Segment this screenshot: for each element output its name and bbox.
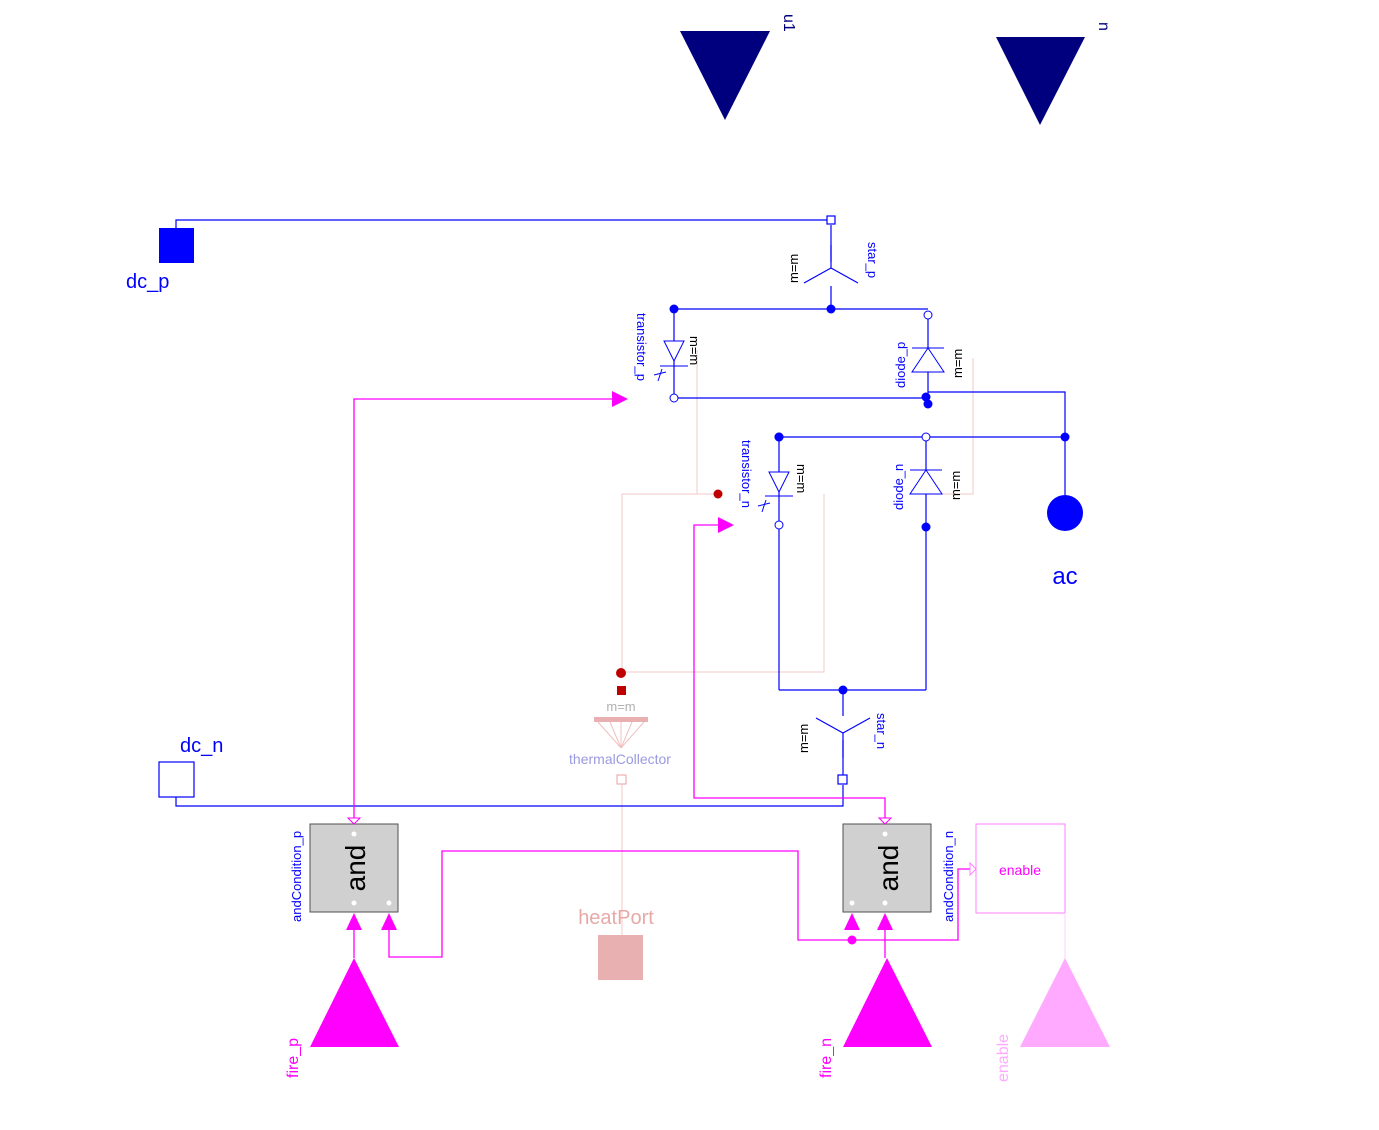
diode-p-param: m=m [950, 349, 965, 378]
port-enable-label: enable [995, 1034, 1012, 1082]
diode-n-param: m=m [948, 471, 963, 500]
port-fire-p-label: fire_p [285, 1038, 302, 1078]
electric-junctions [669, 304, 1070, 695]
port-ac[interactable]: ac [1047, 495, 1083, 590]
diode-p-label: diode_p [893, 342, 908, 388]
star-p[interactable]: m=m star_p [786, 215, 880, 284]
diode-p[interactable]: diode_p m=m [893, 310, 965, 388]
star-n-param: m=m [796, 724, 811, 753]
port-n[interactable]: n [996, 22, 1112, 125]
port-dc-n[interactable]: dc_n [158, 735, 223, 798]
port-dc-p[interactable]: dc_p [126, 228, 194, 293]
port-enable[interactable]: enable [995, 958, 1110, 1082]
thermal-collector[interactable]: m=m thermalCollector [569, 489, 723, 785]
enable-block-label: enable [999, 862, 1041, 878]
diode-n[interactable]: diode_n m=m [891, 432, 963, 510]
and-condition-n-text: and [873, 845, 904, 892]
transistor-p-param: m=m [687, 336, 702, 365]
port-n-label: n [1095, 22, 1112, 31]
port-fire-n[interactable]: fire_n [818, 958, 932, 1078]
and-condition-p[interactable]: and andCondition_p [289, 817, 399, 922]
port-dc-p-label: dc_p [126, 271, 169, 293]
star-n-label: star_n [874, 713, 889, 749]
thermal-collector-label: thermalCollector [569, 751, 671, 767]
transistor-p[interactable]: transistor_p m=m [634, 313, 702, 403]
transistor-n-label: transistor_n [739, 440, 754, 508]
port-heatport-label: heatPort [578, 907, 654, 929]
diode-n-label: diode_n [891, 464, 906, 510]
port-dc-n-label: dc_n [180, 735, 223, 757]
enable-block[interactable]: enable [969, 823, 1066, 960]
and-condition-n-label: andCondition_n [941, 831, 956, 922]
signal-wires [353, 398, 976, 958]
star-p-param: m=m [786, 254, 801, 283]
transistor-n-param: m=m [794, 464, 809, 493]
port-u1[interactable]: u1 [680, 14, 797, 120]
and-input-stems [353, 930, 886, 958]
port-heatport[interactable]: heatPort [578, 907, 654, 980]
and-condition-n[interactable]: and andCondition_n [842, 817, 956, 922]
thermal-collector-param: m=m [606, 699, 635, 714]
transistor-p-label: transistor_p [634, 313, 649, 381]
port-fire-n-label: fire_n [818, 1038, 835, 1078]
gate-arrows [612, 391, 857, 945]
port-ac-label: ac [1052, 563, 1077, 590]
star-p-label: star_p [865, 242, 880, 278]
transistor-n[interactable]: transistor_n m=m [739, 432, 809, 530]
port-fire-p[interactable]: fire_p [285, 958, 399, 1078]
and-condition-p-label: andCondition_p [289, 831, 304, 922]
and-input-arrows [346, 913, 893, 930]
and-condition-p-text: and [340, 845, 371, 892]
star-n[interactable]: m=m star_n [796, 713, 889, 785]
port-u1-label: u1 [780, 14, 797, 32]
